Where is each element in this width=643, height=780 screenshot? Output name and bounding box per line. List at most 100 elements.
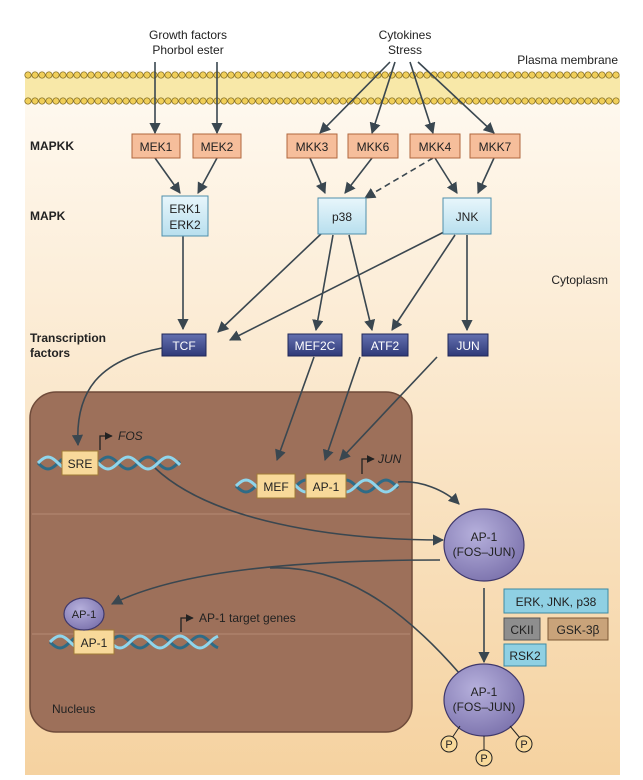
lipid-head xyxy=(339,71,347,79)
lipid-head xyxy=(269,71,277,79)
lipid-head xyxy=(367,71,375,79)
lipid-head xyxy=(304,97,312,105)
lipid-head xyxy=(514,97,522,105)
lipid-head xyxy=(591,97,599,105)
nucleus-label: Nucleus xyxy=(52,702,95,716)
lipid-head xyxy=(395,97,403,105)
lipid-head xyxy=(136,71,144,79)
lipid-head xyxy=(255,71,263,79)
lipid-head xyxy=(535,97,543,105)
lipid-head xyxy=(577,97,585,105)
ap1-target-site-label: AP-1 xyxy=(81,636,108,650)
lipid-head xyxy=(108,97,116,105)
lipid-head xyxy=(318,97,326,105)
mek2-label: MEK2 xyxy=(201,140,234,154)
lipid-head xyxy=(325,71,333,79)
mek1-label: MEK1 xyxy=(140,140,173,154)
lipid-head xyxy=(563,71,571,79)
rsk2-box xyxy=(503,643,547,667)
lipid-head xyxy=(556,71,564,79)
lipid-head xyxy=(157,97,165,105)
growth-factors-label: Growth factors xyxy=(149,28,227,42)
lipid-head xyxy=(31,71,39,79)
lipid-head xyxy=(178,71,186,79)
lipid-head xyxy=(94,97,102,105)
lipid-head xyxy=(178,97,186,105)
lipid-head xyxy=(276,71,284,79)
jnk-box xyxy=(442,197,492,235)
lipid-head xyxy=(423,97,431,105)
mapkk-row: MEK1 MEK2 MKK3 MKK6 MKK4 MKK7 xyxy=(131,133,521,159)
lipid-head xyxy=(269,97,277,105)
lipid-head xyxy=(521,71,529,79)
lipid-head xyxy=(59,71,67,79)
lipid-head xyxy=(486,97,494,105)
lipid-head xyxy=(73,97,81,105)
lipid-head xyxy=(255,97,263,105)
lipid-head xyxy=(220,71,228,79)
lipid-head xyxy=(45,71,53,79)
lipid-head xyxy=(556,97,564,105)
lipid-head xyxy=(115,71,123,79)
lipid-head xyxy=(115,97,123,105)
lipid-head xyxy=(325,97,333,105)
lipid-head xyxy=(129,71,137,79)
mef2c-label: MEF2C xyxy=(295,339,336,353)
erk-box xyxy=(161,195,209,237)
lipid-head xyxy=(486,71,494,79)
lipid-head xyxy=(409,97,417,105)
lipid-head xyxy=(549,97,557,105)
lipid-head xyxy=(360,71,368,79)
phospho-ap1-subunits: (FOS–JUN) xyxy=(453,700,516,714)
lipid-head xyxy=(381,71,389,79)
lipid-head xyxy=(472,71,480,79)
lipid-head xyxy=(262,71,270,79)
lipid-head xyxy=(472,97,480,105)
lipid-head xyxy=(521,97,529,105)
lipid-head xyxy=(101,97,109,105)
mkk6-box xyxy=(347,133,399,159)
lipid-head xyxy=(402,71,410,79)
lipid-head xyxy=(283,71,291,79)
lipid-head xyxy=(584,71,592,79)
lipid-head xyxy=(528,97,536,105)
mkk4-box xyxy=(409,133,461,159)
ap1-complex-subunits: (FOS–JUN) xyxy=(453,545,516,559)
erk2-label: ERK2 xyxy=(169,218,201,232)
lipid-head xyxy=(108,71,116,79)
jun-gene-label: JUN xyxy=(377,452,402,466)
atf2-box xyxy=(361,333,409,357)
tf-row: TCF MEF2C ATF2 JUN xyxy=(161,333,489,357)
lipid-head xyxy=(535,71,543,79)
lipid-head xyxy=(290,71,298,79)
erk1-label: ERK1 xyxy=(169,202,201,216)
signal-arrows xyxy=(71,61,495,675)
phosphate-label: P xyxy=(480,753,487,765)
jnk-label: JNK xyxy=(456,210,479,224)
fos-gene-label: FOS xyxy=(118,429,143,443)
lipid-head xyxy=(150,71,158,79)
lipid-head xyxy=(353,71,361,79)
lipid-head xyxy=(164,97,172,105)
lipid-head xyxy=(38,71,46,79)
stress-label: Stress xyxy=(388,43,422,57)
lipid-head xyxy=(199,71,207,79)
lipid-head xyxy=(45,97,53,105)
lipid-head xyxy=(59,97,67,105)
lipid-head xyxy=(346,97,354,105)
jun-tf-label: JUN xyxy=(456,339,479,353)
p38-box xyxy=(317,197,367,235)
gsk3b-label: GSK-3β xyxy=(557,623,600,637)
lipid-head xyxy=(451,97,459,105)
lipid-head xyxy=(416,71,424,79)
lipid-head xyxy=(332,97,340,105)
lipid-head xyxy=(87,97,95,105)
sre-box xyxy=(61,450,99,476)
lipid-head xyxy=(31,97,39,105)
lipid-head xyxy=(206,97,214,105)
lipid-head xyxy=(311,97,319,105)
lipid-head xyxy=(605,97,613,105)
mkk6-label: MKK6 xyxy=(357,140,390,154)
lipid-head xyxy=(402,97,410,105)
phospho-ap1-label: AP-1 xyxy=(471,685,498,699)
